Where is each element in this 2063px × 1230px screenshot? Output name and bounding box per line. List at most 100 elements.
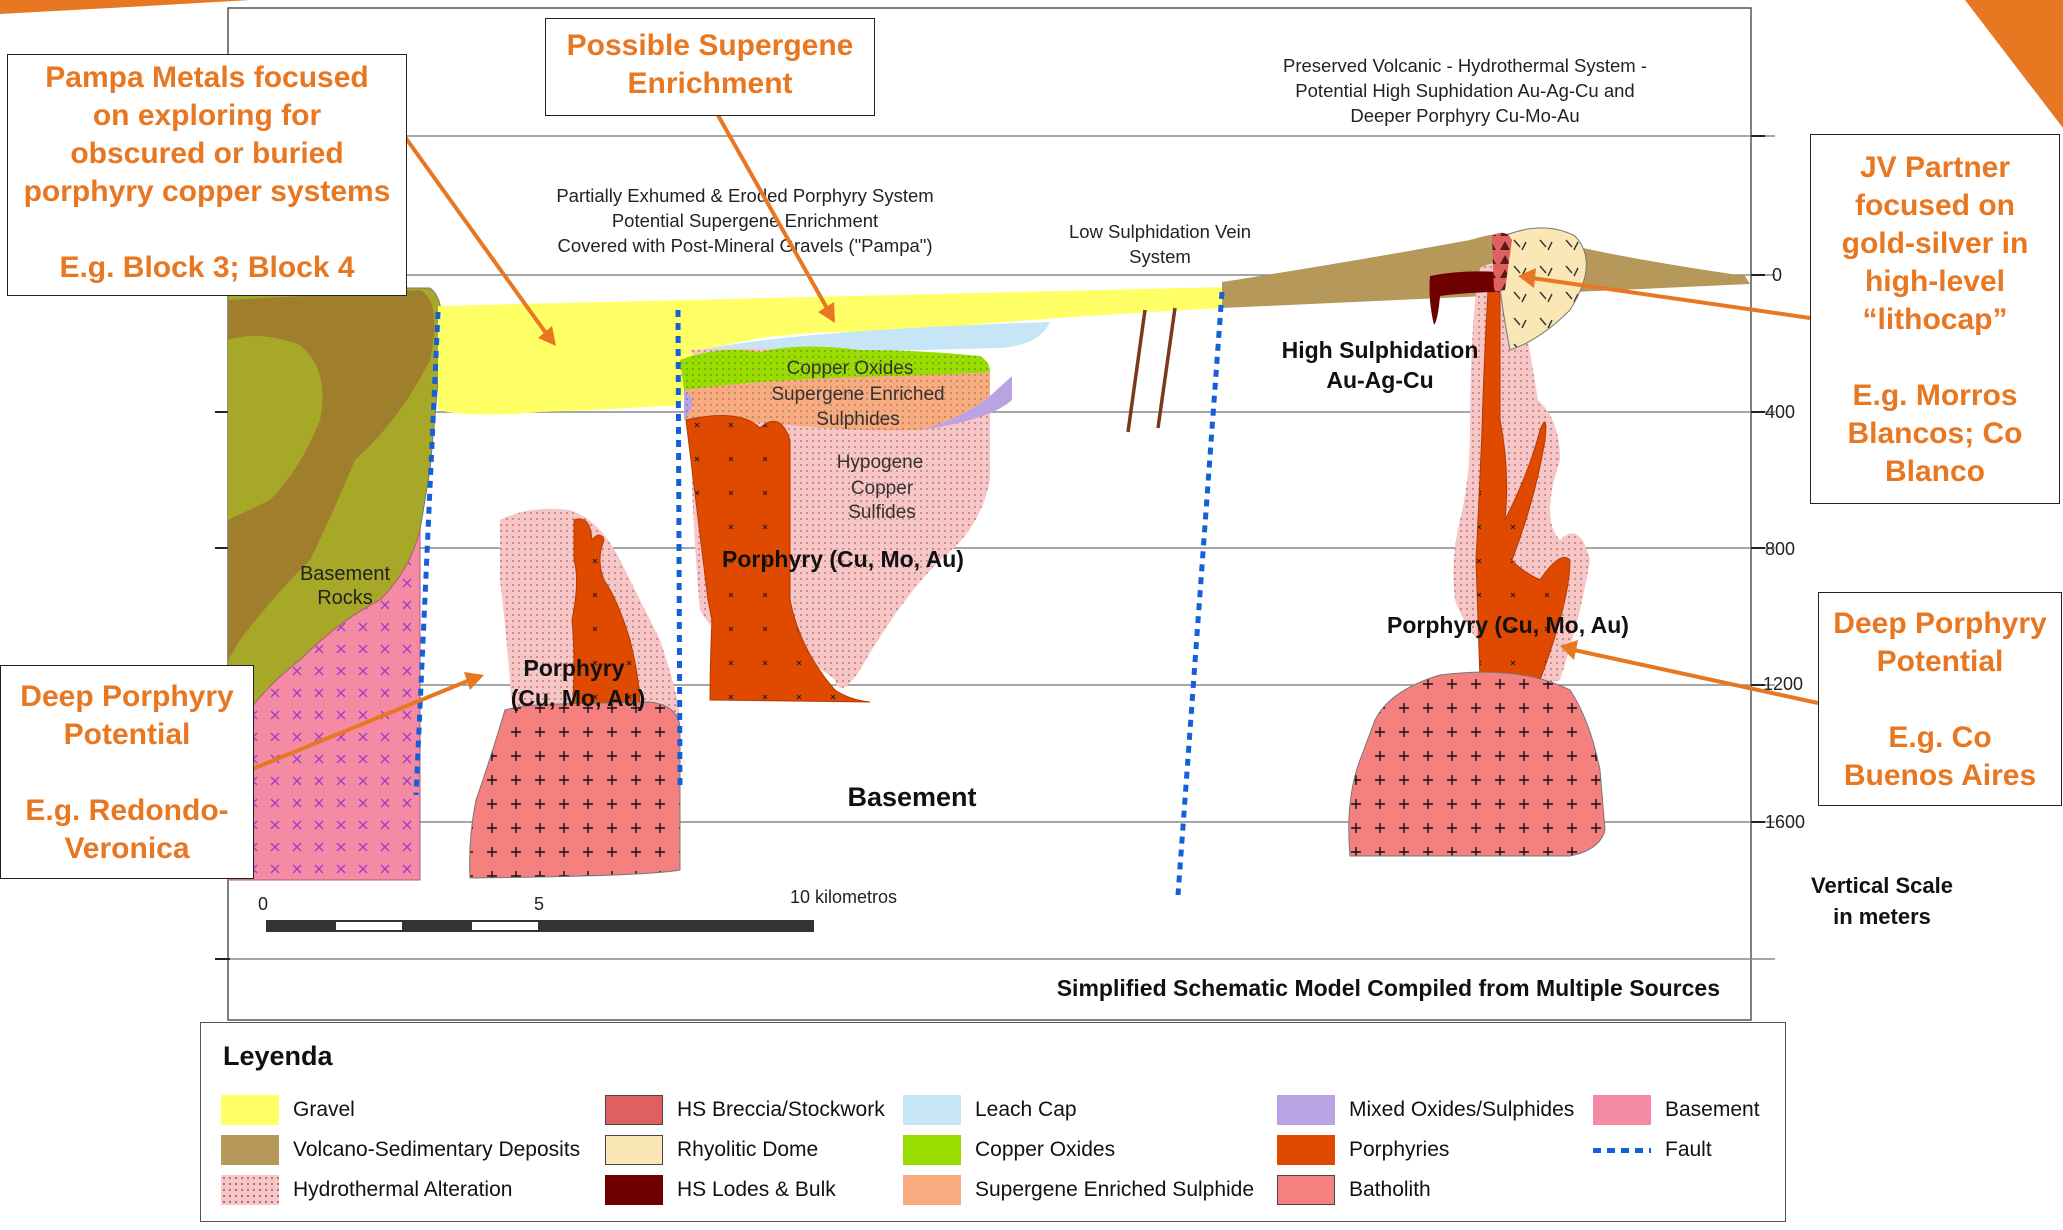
legend-item-basement: Basement bbox=[1593, 1095, 1760, 1125]
legend-item-fault: Fault bbox=[1593, 1135, 1712, 1165]
callout-deep-left-line: Deep Porphyry bbox=[1, 678, 253, 716]
callout-deep-right-line: Potential bbox=[1819, 643, 2061, 681]
callout-deep-left: Deep Porphyry Potential E.g. Redondo- Ve… bbox=[0, 665, 254, 879]
copper-oxides-swatch bbox=[903, 1135, 961, 1165]
porphyries-swatch bbox=[1277, 1135, 1335, 1165]
legend-item-hs-lodes: HS Lodes & Bulk bbox=[605, 1175, 836, 1205]
hs-lodes-swatch bbox=[605, 1175, 663, 1205]
scale-mid: 5 bbox=[534, 894, 544, 914]
callout-deep-right-line: E.g. Co bbox=[1819, 719, 2061, 757]
scale-start: 0 bbox=[258, 894, 268, 914]
depth-0: 0 bbox=[1772, 265, 1782, 285]
callout-pampa-line: E.g. Block 3; Block 4 bbox=[8, 249, 406, 287]
header-exhumed-1: Partially Exhumed & Eroded Porphyry Syst… bbox=[556, 185, 933, 206]
supergene-swatch bbox=[903, 1175, 961, 1205]
label-porphyry-right: Porphyry (Cu, Mo, Au) bbox=[1387, 612, 1629, 638]
header-lowsulph-1: Low Sulphidation Vein bbox=[1069, 221, 1251, 242]
label-porphyry-center: Porphyry (Cu, Mo, Au) bbox=[722, 546, 964, 572]
scale-end: 10 kilometros bbox=[790, 887, 897, 907]
legend-item-mixed: Mixed Oxides/Sulphides bbox=[1277, 1095, 1574, 1125]
legend-item-supergene: Supergene Enriched Sulphide bbox=[903, 1175, 1254, 1205]
legend-label: Batholith bbox=[1349, 1178, 1431, 1202]
header-exhumed-2: Potential Supergene Enrichment bbox=[612, 210, 878, 231]
legend-label: Porphyries bbox=[1349, 1138, 1449, 1162]
callout-gap bbox=[1, 754, 253, 792]
legend-item-porphyries: Porphyries bbox=[1277, 1135, 1449, 1165]
volcano-sed-swatch bbox=[221, 1135, 279, 1165]
basement-rocks-label-1: Basement bbox=[300, 563, 390, 585]
callout-pampa-line: porphyry copper systems bbox=[8, 173, 406, 211]
callout-jv-line: E.g. Morros bbox=[1811, 377, 2059, 415]
legend-label: Hydrothermal Alteration bbox=[293, 1178, 512, 1202]
label-hypogene-1: Hypogene bbox=[837, 452, 924, 473]
legend-item-batholith: Batholith bbox=[1277, 1175, 1431, 1205]
label-copper-oxides: Copper Oxides bbox=[787, 358, 914, 379]
hs-breccia-swatch bbox=[605, 1095, 663, 1125]
callout-deep-right-line: Buenos Aires bbox=[1819, 757, 2061, 795]
callout-deep-left-line: Veronica bbox=[1, 830, 253, 868]
legend-label: Mixed Oxides/Sulphides bbox=[1349, 1098, 1574, 1122]
label-high-sulph-1: High Sulphidation bbox=[1282, 337, 1479, 363]
depth-title-2: in meters bbox=[1833, 904, 1931, 929]
callout-jv-line: “lithocap” bbox=[1811, 301, 2059, 339]
legend-label: Supergene Enriched Sulphide bbox=[975, 1178, 1254, 1202]
callout-gap bbox=[1819, 681, 2061, 719]
basement-swatch bbox=[1593, 1095, 1651, 1125]
callout-supergene-line: Enrichment bbox=[546, 65, 874, 103]
callout-deep-right: Deep Porphyry Potential E.g. Co Buenos A… bbox=[1818, 592, 2062, 806]
gravel-swatch bbox=[221, 1095, 279, 1125]
header-preserved-2: Potential High Suphidation Au-Ag-Cu and bbox=[1295, 80, 1634, 101]
rhyolitic-dome-swatch bbox=[605, 1135, 663, 1165]
label-porphyry-left-1: Porphyry bbox=[524, 655, 625, 681]
depth-title-1: Vertical Scale bbox=[1811, 873, 1953, 898]
label-high-sulph-2: Au-Ag-Cu bbox=[1326, 367, 1433, 393]
callout-pampa-line: obscured or buried bbox=[8, 135, 406, 173]
fault-swatch bbox=[1593, 1135, 1651, 1165]
label-hypogene-2: Copper bbox=[851, 478, 914, 499]
callout-jv-line: Blancos; Co bbox=[1811, 415, 2059, 453]
header-preserved-3: Deeper Porphyry Cu-Mo-Au bbox=[1350, 105, 1579, 126]
label-basement: Basement bbox=[847, 782, 976, 812]
callout-jv-line: high-level bbox=[1811, 263, 2059, 301]
batholith-left bbox=[470, 702, 680, 878]
legend-item-gravel: Gravel bbox=[221, 1095, 355, 1125]
legend-label: Leach Cap bbox=[975, 1098, 1077, 1122]
legend-label: Fault bbox=[1665, 1138, 1712, 1162]
callout-gap bbox=[1811, 339, 2059, 377]
legend-label: HS Breccia/Stockwork bbox=[677, 1098, 885, 1122]
label-sulphides: Sulphides bbox=[816, 409, 899, 430]
callout-deep-right-line: Deep Porphyry bbox=[1819, 605, 2061, 643]
diagram-caption: Simplified Schematic Model Compiled from… bbox=[1057, 975, 1720, 1001]
alteration-swatch bbox=[221, 1175, 279, 1205]
scale-bar bbox=[266, 920, 814, 932]
corner-accent-right bbox=[1965, 0, 2063, 128]
callout-jv-line: gold-silver in bbox=[1811, 225, 2059, 263]
corner-accent-left bbox=[0, 0, 250, 14]
legend-item-rhyolitic-dome: Rhyolitic Dome bbox=[605, 1135, 818, 1165]
depth-400: 400 bbox=[1765, 402, 1795, 422]
legend-label: HS Lodes & Bulk bbox=[677, 1178, 836, 1202]
legend-label: Copper Oxides bbox=[975, 1138, 1115, 1162]
legend-item-volcano-sed: Volcano-Sedimentary Deposits bbox=[221, 1135, 580, 1165]
leach-cap-swatch bbox=[903, 1095, 961, 1125]
callout-pampa-line: on exploring for bbox=[8, 97, 406, 135]
legend-item-leach-cap: Leach Cap bbox=[903, 1095, 1077, 1125]
callout-supergene-line: Possible Supergene bbox=[546, 27, 874, 65]
legend-label: Rhyolitic Dome bbox=[677, 1138, 818, 1162]
legend-item-hs-breccia: HS Breccia/Stockwork bbox=[605, 1095, 885, 1125]
batholith-swatch bbox=[1277, 1175, 1335, 1205]
mixed-swatch bbox=[1277, 1095, 1335, 1125]
basement-rocks-label-2: Rocks bbox=[317, 587, 373, 609]
header-exhumed-3: Covered with Post-Mineral Gravels ("Pamp… bbox=[557, 235, 932, 256]
label-hypogene-3: Sulfides bbox=[848, 502, 916, 523]
header-lowsulph-2: System bbox=[1129, 246, 1191, 267]
legend-item-alteration: Hydrothermal Alteration bbox=[221, 1175, 512, 1205]
callout-gap bbox=[8, 211, 406, 249]
label-porphyry-left-2: (Cu, Mo, Au) bbox=[511, 685, 646, 711]
callout-deep-left-line: E.g. Redondo- bbox=[1, 792, 253, 830]
callout-supergene: Possible Supergene Enrichment bbox=[545, 18, 875, 116]
legend-title: Leyenda bbox=[223, 1041, 333, 1072]
legend-label: Basement bbox=[1665, 1098, 1760, 1122]
callout-jv-line: focused on bbox=[1811, 187, 2059, 225]
depth-800: 800 bbox=[1765, 539, 1795, 559]
